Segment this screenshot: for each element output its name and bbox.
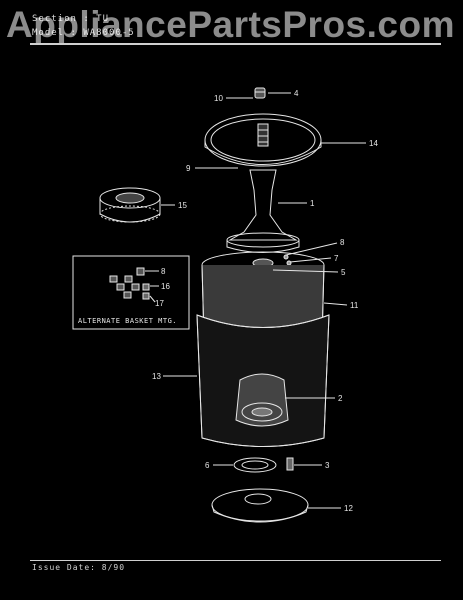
part-seal-drawing xyxy=(235,373,289,427)
part-bottom-plate-drawing xyxy=(211,488,309,523)
leader-lines xyxy=(145,92,366,509)
site-watermark: AppliancePartsPros.com xyxy=(6,4,455,45)
part-tub-ring-drawing xyxy=(204,113,322,167)
issue-date: Issue Date: 8/90 xyxy=(32,563,126,572)
callout-12: 12 xyxy=(344,504,353,513)
inset-box xyxy=(72,255,190,330)
inset-label: ALTERNATE BASKET MTG. xyxy=(78,317,177,325)
callout-4: 4 xyxy=(294,89,299,98)
callout-6: 6 xyxy=(205,461,210,470)
footer-rule xyxy=(30,560,441,561)
callout-3: 3 xyxy=(325,461,330,470)
part-agitator-drawing xyxy=(226,169,300,253)
callout-15: 15 xyxy=(178,201,187,210)
callout-13: 13 xyxy=(152,372,161,381)
callout-10: 10 xyxy=(214,94,223,103)
callout-11: 11 xyxy=(350,301,359,310)
inset-parts-drawing xyxy=(109,267,150,300)
part-cap-drawing xyxy=(254,87,266,99)
callout-14: 14 xyxy=(369,139,378,148)
callout-1: 1 xyxy=(310,199,315,208)
callout-8: 8 xyxy=(340,238,345,247)
inset-callout-8: 8 xyxy=(161,267,166,276)
inset-callout-17: 17 xyxy=(155,299,164,308)
model-header: Model : WA8000-5 xyxy=(32,28,135,38)
callout-2: 2 xyxy=(338,394,343,403)
callout-9: 9 xyxy=(186,164,191,173)
inset-callout-16: 16 xyxy=(161,282,170,291)
section-header: Section : TU xyxy=(32,14,110,24)
callout-7: 7 xyxy=(334,254,339,263)
part-screw-drawing xyxy=(286,457,294,471)
header-rule xyxy=(30,43,441,45)
part-cover-drawing xyxy=(99,187,161,223)
callout-5: 5 xyxy=(341,268,346,277)
part-gasket-drawing xyxy=(233,457,277,473)
